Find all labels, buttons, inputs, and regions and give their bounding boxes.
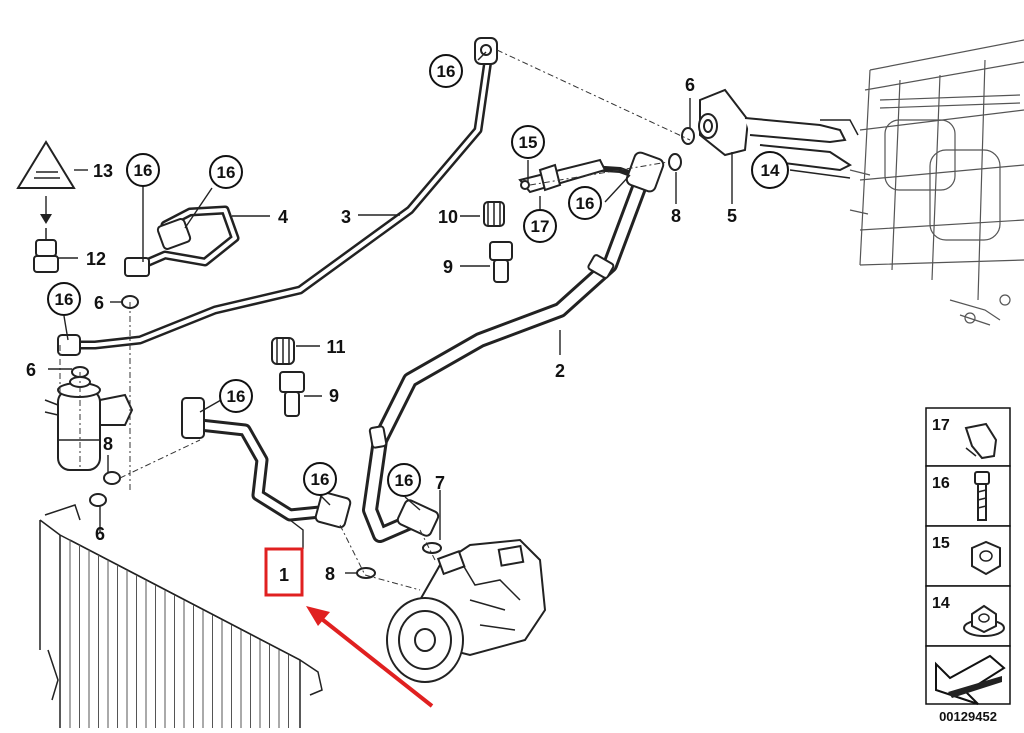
svg-text:17: 17	[932, 417, 950, 434]
svg-text:15: 15	[519, 133, 538, 152]
svg-text:16: 16	[576, 194, 595, 213]
valve-cap-11	[271, 337, 295, 365]
hex-nut-icon	[971, 540, 1001, 576]
callout-7[interactable]: 7	[435, 473, 445, 493]
clamp-icon	[964, 422, 998, 460]
callout-15[interactable]: 15	[511, 125, 545, 159]
svg-text:16: 16	[227, 387, 246, 406]
callout-17[interactable]: 17	[523, 209, 557, 243]
callout-16-compressor-left[interactable]: 16	[303, 462, 337, 496]
callout-10[interactable]: 10	[438, 207, 458, 227]
compressor	[386, 538, 547, 683]
svg-text:16: 16	[437, 62, 456, 81]
highlight-arrow	[306, 606, 434, 708]
callout-4[interactable]: 4	[278, 207, 288, 227]
callout-1-highlighted[interactable]: 1	[264, 547, 304, 597]
callout-8-compressor[interactable]: 8	[325, 564, 335, 584]
legend-arrow-box	[925, 645, 1011, 705]
bracket-17	[518, 158, 607, 194]
legend-item-14[interactable]: 14	[925, 585, 1011, 647]
callout-16-line4-right[interactable]: 16	[209, 155, 243, 189]
callout-16-top[interactable]: 16	[429, 54, 463, 88]
svg-text:16: 16	[55, 290, 74, 309]
pressure-switch-12	[33, 228, 59, 273]
callout-9-upper[interactable]: 9	[443, 257, 453, 277]
leader-lines	[48, 51, 851, 574]
drawing-number: 00129452	[939, 709, 997, 724]
line-3	[57, 37, 498, 356]
svg-text:14: 14	[761, 161, 780, 180]
callout-13[interactable]: 13	[93, 161, 113, 181]
callout-5[interactable]: 5	[727, 206, 737, 226]
callout-16-dryer[interactable]: 16	[47, 282, 81, 316]
receiver-dryer	[44, 376, 134, 471]
warning-label-13	[16, 140, 76, 224]
callout-8-top[interactable]: 8	[671, 206, 681, 226]
svg-text:16: 16	[311, 470, 330, 489]
callout-16-line4-left[interactable]: 16	[126, 153, 160, 187]
svg-text:14: 14	[932, 595, 950, 612]
callout-6-condenser[interactable]: 6	[95, 524, 105, 544]
svg-text:16: 16	[217, 163, 236, 182]
flange-nut-icon	[963, 604, 1005, 637]
callout-3[interactable]: 3	[341, 207, 351, 227]
svg-text:16: 16	[134, 161, 153, 180]
callout-2[interactable]: 2	[555, 361, 565, 381]
condenser	[39, 504, 323, 728]
direction-arrow-icon	[935, 654, 1006, 705]
legend-item-17[interactable]: 17	[925, 407, 1011, 467]
svg-text:16: 16	[395, 471, 414, 490]
legend-item-16[interactable]: 16	[925, 465, 1011, 527]
svg-text:16: 16	[932, 475, 950, 492]
o-rings	[71, 127, 695, 579]
callout-8-dryer[interactable]: 8	[103, 434, 113, 454]
assembly-lines	[59, 49, 691, 591]
svg-text:1: 1	[279, 565, 289, 585]
bolt-icon	[974, 471, 990, 521]
service-valve-9b	[279, 371, 305, 417]
callout-14[interactable]: 14	[751, 151, 789, 189]
line-4	[124, 205, 240, 277]
callout-6-dryer-left[interactable]: 6	[26, 360, 36, 380]
legend-item-15[interactable]: 15	[925, 525, 1011, 587]
callout-16-line2[interactable]: 16	[568, 186, 602, 220]
callout-16-compressor-right[interactable]: 16	[387, 463, 421, 497]
callout-9-lower[interactable]: 9	[329, 386, 339, 406]
expansion-valve	[698, 88, 859, 172]
callout-12[interactable]: 12	[86, 249, 106, 269]
valve-cap-10	[483, 201, 505, 227]
service-valve-9a	[489, 241, 513, 283]
line-2	[362, 151, 665, 543]
callout-6-dryer-right[interactable]: 6	[94, 293, 104, 313]
line-1	[181, 397, 352, 529]
callout-6-top-right[interactable]: 6	[685, 75, 695, 95]
fastener-legend: 17 16 15 14	[925, 407, 1011, 724]
svg-text:15: 15	[932, 535, 950, 552]
callout-11[interactable]: 11	[326, 337, 345, 357]
callout-16-line1[interactable]: 16	[219, 379, 253, 413]
hvac-housing-sketch	[849, 39, 1024, 326]
svg-text:17: 17	[531, 217, 550, 236]
